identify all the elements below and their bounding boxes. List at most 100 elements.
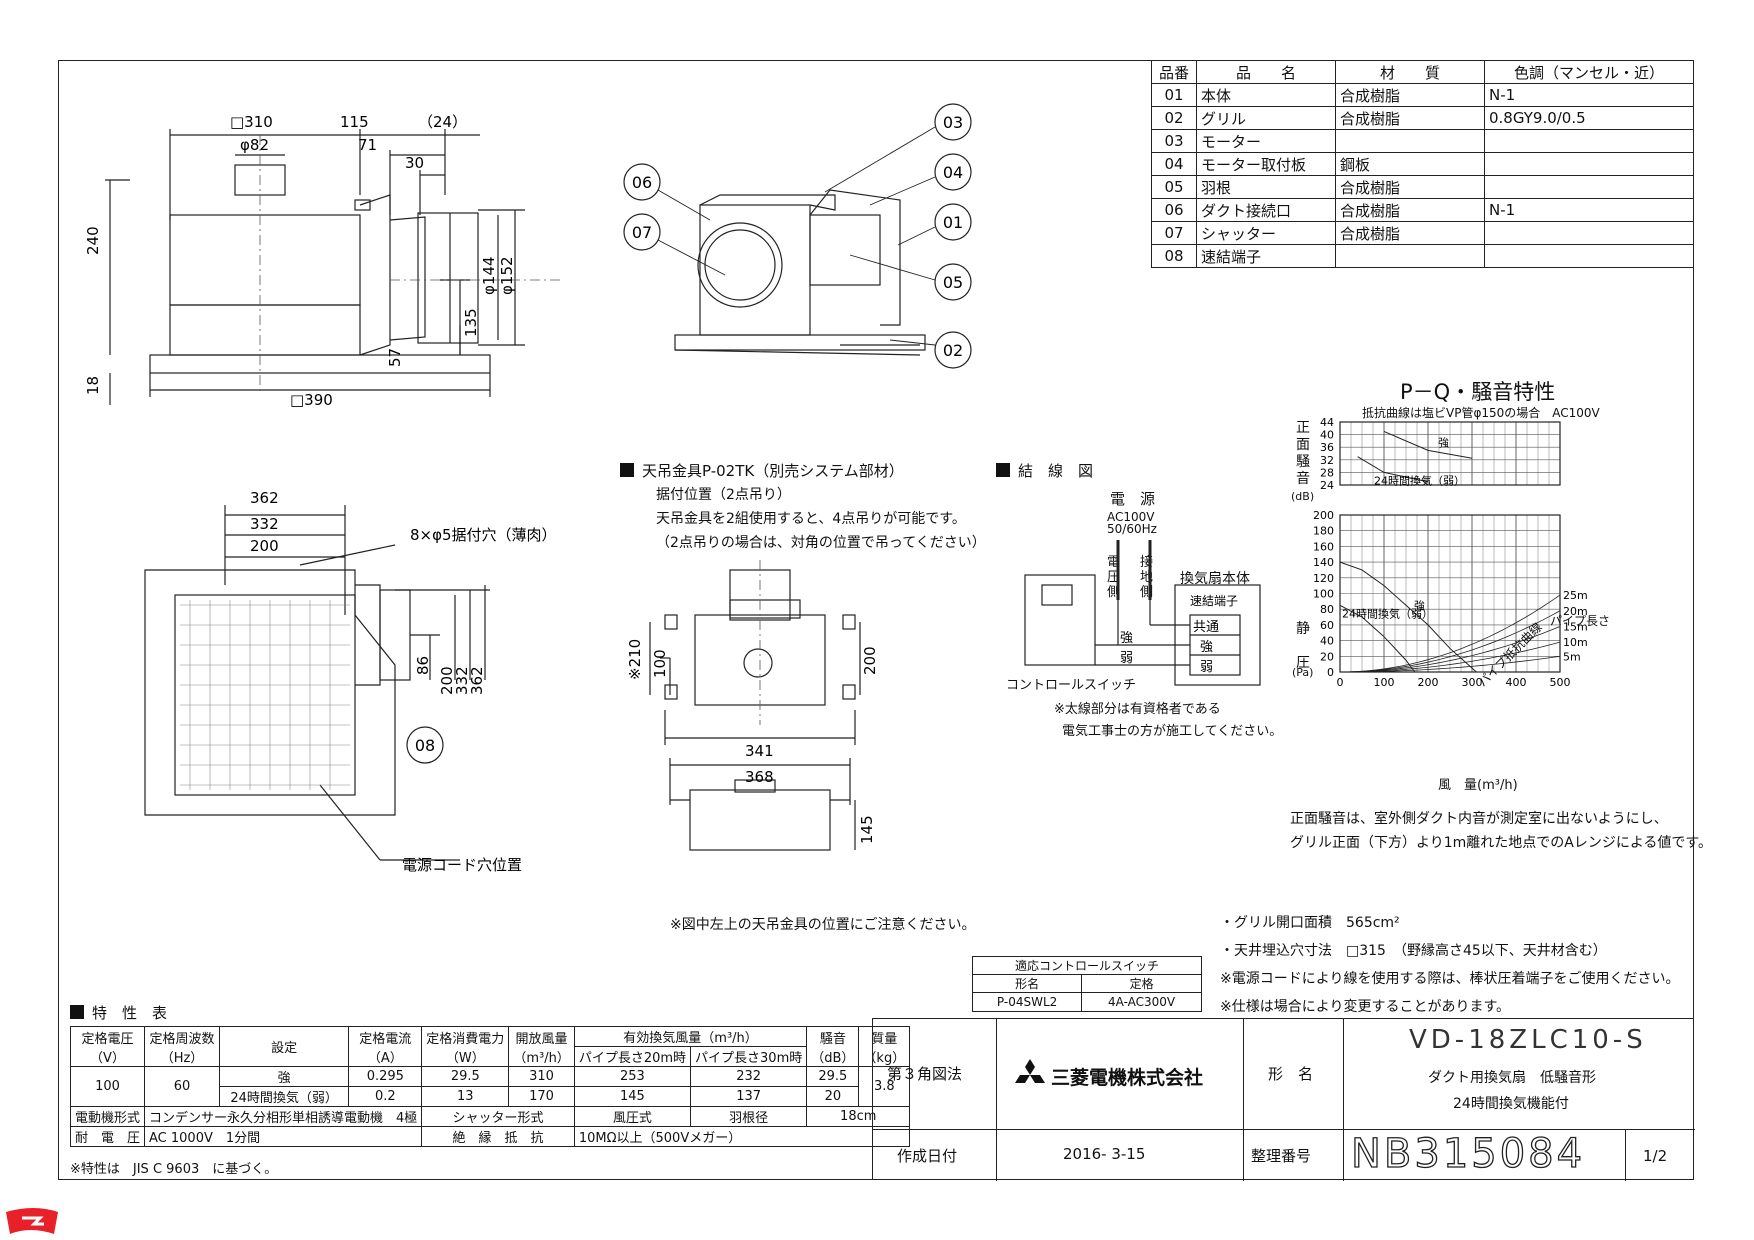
wiring-note: 電気工事士の方が施工してください。 <box>1062 724 1283 739</box>
pressure-tick-label: 40 <box>1320 635 1334 648</box>
pressure-ylabel-char: 静 <box>1296 621 1310 637</box>
part-color: 0.8GY9.0/0.5 <box>1484 106 1694 130</box>
parts-header: 材 質 <box>1335 60 1485 84</box>
pq-chart: 2428323640440204060801001201401601802000… <box>1313 416 1588 689</box>
note-grill-area: ・グリル開口面積 565cm² <box>1220 915 1400 931</box>
spec-header: 有効換気風量（m³/h） <box>573 1026 808 1047</box>
spec-current: 0.2 <box>348 1086 423 1107</box>
terminal-label: 速結端子 <box>1190 594 1238 608</box>
x-tick-label: 300 <box>1462 676 1483 689</box>
dim-label: 100 <box>651 649 669 678</box>
dim-label: 368 <box>745 768 774 786</box>
part-color <box>1484 129 1694 153</box>
spec-mass: 3.8 <box>858 1066 911 1107</box>
dim-label: 115 <box>340 113 369 131</box>
switch-label: コントロールスイッチ <box>1006 678 1137 693</box>
resistance-curve <box>1339 594 1561 673</box>
pressure-panel <box>1339 514 1561 673</box>
divider <box>873 1129 1695 1130</box>
part-number: 04 <box>1151 152 1197 176</box>
spec-shutter-value: 風圧式 <box>573 1106 692 1127</box>
part-material <box>1335 129 1485 153</box>
spec-voltage: 100 <box>69 1066 146 1107</box>
part-name: 速結端子 <box>1196 244 1336 268</box>
part-name: 本体 <box>1196 83 1336 107</box>
note-cord: ※電源コードにより線を使用する際は、棒状圧着端子をご使用ください。 <box>1220 971 1680 987</box>
dim-label: （24） <box>418 113 467 131</box>
spec-power: 13 <box>421 1086 510 1107</box>
pressure-tick-label: 120 <box>1313 572 1334 585</box>
part-number: 01 <box>1151 83 1197 107</box>
model-desc: ダクト用換気扇 低騒音形 <box>1428 1070 1596 1086</box>
x-tick-label: 0 <box>1337 676 1344 689</box>
noise-tick-label: 36 <box>1320 441 1334 454</box>
part-color <box>1484 152 1694 176</box>
switch-model: P-04SWL2 <box>971 992 1083 1012</box>
x-tick-label: 200 <box>1418 676 1439 689</box>
part-name: シャッター <box>1196 221 1336 245</box>
spec-header: パイプ長さ30m時 <box>690 1046 808 1067</box>
spec-motor-value: コンデンサー永久分相形単相誘導電動機 4極 <box>144 1106 423 1127</box>
parts-header: 品番 <box>1151 60 1197 84</box>
noise-ylabel-char: 騒 <box>1296 454 1310 470</box>
x-tick-label: 400 <box>1506 676 1527 689</box>
resistance-curve-label: 5m <box>1563 650 1581 663</box>
dim-label: 200 <box>861 646 879 675</box>
noise-ylabel-char: 音 <box>1296 471 1310 487</box>
date-label: 作成日付 <box>897 1147 958 1165</box>
dim-label: 362 <box>468 666 486 695</box>
power-spec: 50/60Hz <box>1107 522 1157 536</box>
part-material: 合成樹脂 <box>1335 106 1485 130</box>
spec-header: （m³/h） <box>513 1050 570 1066</box>
parts-header: 品 名 <box>1196 60 1336 84</box>
callout-01: 01 <box>943 213 963 232</box>
resistance-curve <box>1339 610 1561 673</box>
resistance-curve-label: 25m <box>1563 589 1588 602</box>
part-name: モーター <box>1196 129 1336 153</box>
spec-setting: 強 <box>219 1066 350 1087</box>
part-material: 合成樹脂 <box>1335 198 1485 222</box>
noise-ylabel-char: 面 <box>1296 437 1310 453</box>
spec-header: 定格周波数 <box>149 1031 215 1047</box>
spec-header: 定格電流 <box>359 1031 412 1047</box>
callout-08: 08 <box>415 736 435 755</box>
spec-withstand-value: AC 1000V 1分間 <box>144 1126 423 1147</box>
noise-tick-label: 44 <box>1320 416 1334 429</box>
pressure-tick-label: 0 <box>1327 666 1334 679</box>
date-value: 2016- 3-15 <box>1063 1145 1146 1163</box>
noise-series-label: 24時間換気（弱） <box>1374 473 1465 487</box>
bracket-title: 天吊金具P-02TK（別売システム部材） <box>620 460 904 481</box>
pressure-tick-label: 100 <box>1313 588 1334 601</box>
fan-label: 換気扇本体 <box>1180 571 1250 587</box>
x-tick-label: 500 <box>1550 676 1571 689</box>
wiring-note: ※太線部分は有資格者である <box>1054 702 1221 717</box>
drawing-frame <box>58 60 1694 1180</box>
switch-rating: 4A-AC300V <box>1081 992 1202 1012</box>
pressure-tick-label: 60 <box>1320 619 1334 632</box>
power-spec: AC100V <box>1107 510 1155 524</box>
model-number: VD-18ZLC10-S <box>1409 1025 1647 1055</box>
spec-noise: 29.5 <box>806 1066 860 1087</box>
noise-tick-label: 32 <box>1320 454 1334 467</box>
projection-method: 第３角図法 <box>887 1065 963 1083</box>
resistance-curve-label: 10m <box>1563 636 1588 649</box>
spec-power: 29.5 <box>421 1066 510 1087</box>
resistance-curve-label: 20m <box>1563 605 1588 618</box>
spec-airflow: 310 <box>508 1066 575 1087</box>
bracket-title-text: 天吊金具P-02TK（別売システム部材） <box>642 462 904 480</box>
noise-panel <box>1339 421 1561 486</box>
bracket-line: 据付位置（2点吊り） <box>656 487 791 503</box>
dim-label: φ144 <box>480 256 498 295</box>
spec-header: パイプ長さ20m時 <box>573 1046 692 1067</box>
cord-note: 電源コード穴位置 <box>402 856 522 874</box>
dim-label: 341 <box>745 742 774 760</box>
dim-label: 362 <box>250 489 279 507</box>
title-block: 第３角図法 三菱電機株式会社 形 名 VD-18ZLC10-S ダクト用換気扇 … <box>872 1018 1695 1181</box>
pressure-tick-label: 80 <box>1320 603 1334 616</box>
part-number: 08 <box>1151 244 1197 268</box>
pressure-tick-label: 180 <box>1313 525 1334 538</box>
note-spec-change: ※仕様は場合により変更することがあります。 <box>1220 999 1511 1015</box>
